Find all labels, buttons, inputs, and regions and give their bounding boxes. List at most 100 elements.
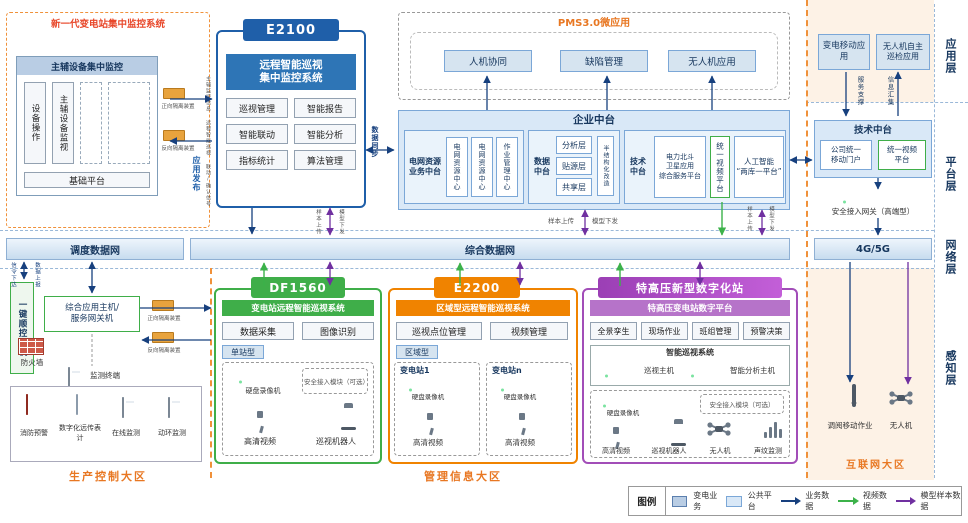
uhv-title: 特高压变电站数字平台	[590, 300, 790, 316]
uhv-patrol-box	[590, 345, 790, 386]
sample-up-label-a: 样本上传	[315, 209, 321, 235]
mobile-work-phone-icon	[852, 384, 856, 407]
df1560-tag: DF1560	[251, 277, 345, 298]
data-up-label: 数据上报	[34, 262, 40, 288]
mobile-app-chip: 变电移动应用	[818, 34, 870, 70]
uhv-uav-label: 无人机	[709, 446, 731, 455]
reserved-chip-wide	[108, 82, 150, 164]
station1-box	[394, 362, 480, 456]
df1560-nvr-label: 硬盘录像机	[245, 386, 281, 395]
e2100-item-smart-report: 智能报告	[294, 98, 356, 118]
info-gather-label: 信息汇集	[886, 76, 894, 106]
model-down-label-b: 模型下发	[592, 217, 618, 225]
pms-item-human-machine: 人机协同	[444, 50, 532, 72]
newgen-title: 新一代变电站集中监控系统	[50, 19, 165, 30]
legend-pub-swatch	[726, 495, 742, 507]
firewall-label: 防火墙	[20, 357, 44, 367]
uhv-video-label: 高清视频	[602, 446, 630, 455]
management-zone-label: 管理信息大区	[424, 470, 502, 483]
layer-label-perception: 感知层	[944, 350, 957, 386]
production-zone-label: 生产控制大区	[69, 470, 147, 483]
right-video-chip: 统一视频 平台	[878, 140, 926, 170]
service-support-label: 服务支撑	[856, 76, 864, 106]
legend-pub-label: 公共平台	[747, 491, 772, 511]
pms-title: PMS3.0微应用	[557, 18, 631, 29]
legend-items: 变电业务 公共平台 业务数据 视频数据 模型样本数据	[666, 490, 961, 512]
pms-inner-box	[410, 32, 778, 90]
station1-name: 变电站1	[400, 366, 430, 375]
df1560-region	[214, 288, 382, 464]
security-gateway-label: 安全接入网关（高端型）	[831, 206, 915, 216]
df1560-sec-module: 安全接入模块（可选）	[302, 368, 369, 394]
device-operation-chip: 设备操作	[24, 82, 46, 164]
newgen-region	[6, 12, 210, 228]
data-layer-analysis: 分析层	[556, 136, 592, 154]
grid-center-2: 电网资源中心	[471, 137, 493, 197]
monitor-terminal-icon	[68, 367, 70, 388]
mobile-work-label: 调阅移动作业	[827, 420, 873, 430]
uhv-device-box	[590, 390, 790, 458]
station1-nvr-label: 硬盘录像机	[411, 393, 445, 401]
model-down-label-c: 模型下发	[768, 206, 774, 232]
e2100-item-smart-linkage: 智能联动	[226, 124, 288, 144]
internet-uav-label: 无人机	[889, 420, 913, 430]
internet-zone-divider	[806, 0, 808, 478]
e2200-type-chip: 区域型	[396, 345, 438, 359]
base-platform-bar: 基础平台	[24, 172, 150, 188]
df1560-robot-label: 巡视机器人	[316, 436, 356, 446]
legend-biz-swatch	[671, 495, 688, 507]
right-tech-title: 技术中台	[853, 125, 892, 136]
cmd-down-label: 信令下达	[10, 262, 16, 288]
df1560-title: 变电站远程智能巡视系统	[222, 300, 374, 316]
signal-patrol-label: 远程智能巡视	[205, 120, 211, 156]
e2100-item-index-stats: 指标统计	[226, 150, 288, 170]
legend-biz-label: 变电业务	[693, 491, 718, 511]
legend-model-arrow	[895, 497, 916, 505]
e2200-title: 区域型远程智能巡视系统	[396, 300, 570, 316]
uhv-item-field-work: 现场作业	[641, 322, 688, 340]
legend-video-label: 视频数据	[862, 491, 887, 511]
reverse-isolation-icon	[163, 130, 185, 141]
e2200-item-point-mgmt: 巡视点位管理	[396, 322, 482, 340]
tech-middle-label: 技术 中台	[630, 156, 646, 176]
unified-portal-chip: 公司统一 移动门户	[820, 140, 872, 170]
production-zone-divider	[210, 268, 212, 478]
e2200-item-video-mgmt: 视频管理	[490, 322, 568, 340]
fire-warning-label: 消防预警	[20, 429, 48, 437]
device-monitor-chip: 主辅设备监视	[52, 82, 74, 164]
unified-video-chip: 统一视频平台	[710, 136, 730, 198]
signal-link-label: 联动/确认信号	[205, 164, 211, 207]
uav-patrol-app-chip: 无人机自主 巡检应用	[876, 34, 930, 70]
integrated-network-bar: 综合数据网	[190, 238, 790, 260]
sensor-box	[10, 386, 202, 462]
prod-reverse-isolation-icon	[152, 332, 174, 343]
stationN-nvr-label: 硬盘录像机	[503, 393, 537, 401]
digital-meter-label: 数字化远传表计	[59, 424, 101, 442]
e2100-item-algorithm-mgmt: 算法管理	[294, 150, 356, 170]
4g5g-bar: 4G/5G	[814, 238, 932, 260]
layer-divider-network-perception	[0, 268, 934, 269]
df1560-item-image-recog: 图像识别	[302, 322, 374, 340]
signal-main-aux-label: 主辅监控信息	[205, 76, 211, 112]
uhv-drone-icon	[707, 422, 731, 436]
grid-center-3: 作业管理中心	[496, 137, 518, 197]
internet-drone-icon	[889, 391, 913, 405]
uhv-sound-icon	[764, 422, 782, 438]
layer-label-app: 应用层	[944, 38, 957, 74]
e2200-tag: E2200	[434, 277, 520, 298]
uhv-robot-label: 巡视机器人	[651, 446, 687, 455]
firewall-icon	[18, 338, 44, 355]
reserved-chip	[80, 82, 102, 164]
legend-video-arrow	[838, 497, 859, 505]
stationN-name: 变电站n	[492, 366, 522, 375]
sample-up-label-b: 样本上传	[548, 217, 574, 225]
grid-center-1: 电网资源中心	[446, 137, 468, 197]
stationN-box	[486, 362, 572, 456]
uhv-tag: 特高压新型数字化站	[598, 277, 782, 298]
stationN-video-label: 高清视频	[505, 438, 535, 447]
uhv-patrol-title: 智能巡视系统	[666, 347, 714, 357]
model-down-label-a: 模型下发	[338, 209, 344, 235]
data-sync-label: 数据同步	[371, 126, 379, 158]
online-monitor-icon	[122, 397, 124, 418]
